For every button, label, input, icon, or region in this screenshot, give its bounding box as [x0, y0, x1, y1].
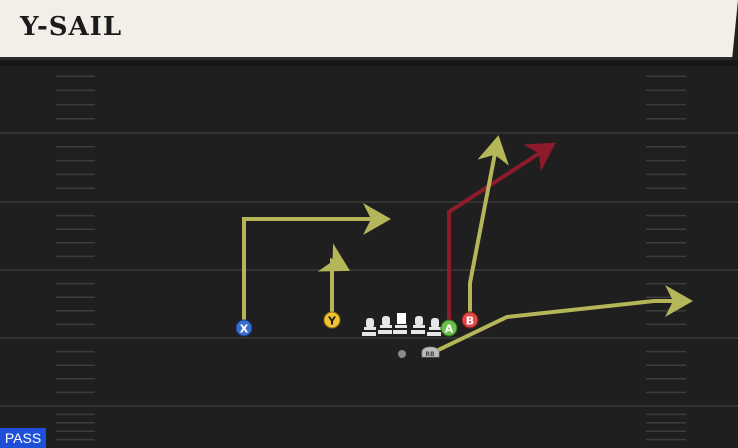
- player-rb-label: RB: [425, 351, 435, 358]
- yard-lines: [0, 132, 738, 407]
- player-rb[interactable]: RB: [421, 346, 440, 358]
- player-a[interactable]: A: [440, 319, 458, 337]
- player-b-label: B: [466, 315, 474, 328]
- player-b[interactable]: B: [461, 311, 479, 329]
- offensive-line: [362, 313, 441, 336]
- lineman-icon: [378, 316, 392, 334]
- route-b-go: [468, 135, 509, 320]
- player-a-label: A: [445, 323, 454, 336]
- field-background: [0, 60, 738, 448]
- player-x[interactable]: X: [235, 319, 253, 337]
- route-rb-flat: [431, 285, 693, 355]
- play-diagram-field: RB X Y A B: [0, 60, 738, 448]
- player-y-label: Y: [327, 315, 337, 328]
- route-y-hitch: [317, 243, 351, 320]
- lineman-icon: [362, 318, 376, 336]
- play-type-badge: PASS: [0, 428, 46, 448]
- center-icon: [393, 313, 407, 334]
- lineman-icon: [427, 318, 441, 336]
- header-fold: [732, 0, 738, 60]
- quarterback-marker: [398, 350, 406, 358]
- route-x-out: [242, 203, 391, 328]
- route-a-corner: [447, 142, 556, 328]
- player-y[interactable]: Y: [323, 311, 341, 329]
- play-header: Y-SAIL: [0, 0, 738, 60]
- field-top-shadow: [0, 60, 738, 66]
- play-title: Y-SAIL: [20, 12, 123, 42]
- hash-marks: [56, 75, 686, 441]
- lineman-icon: [411, 316, 425, 334]
- routes: [242, 135, 693, 355]
- player-x-label: X: [240, 323, 249, 336]
